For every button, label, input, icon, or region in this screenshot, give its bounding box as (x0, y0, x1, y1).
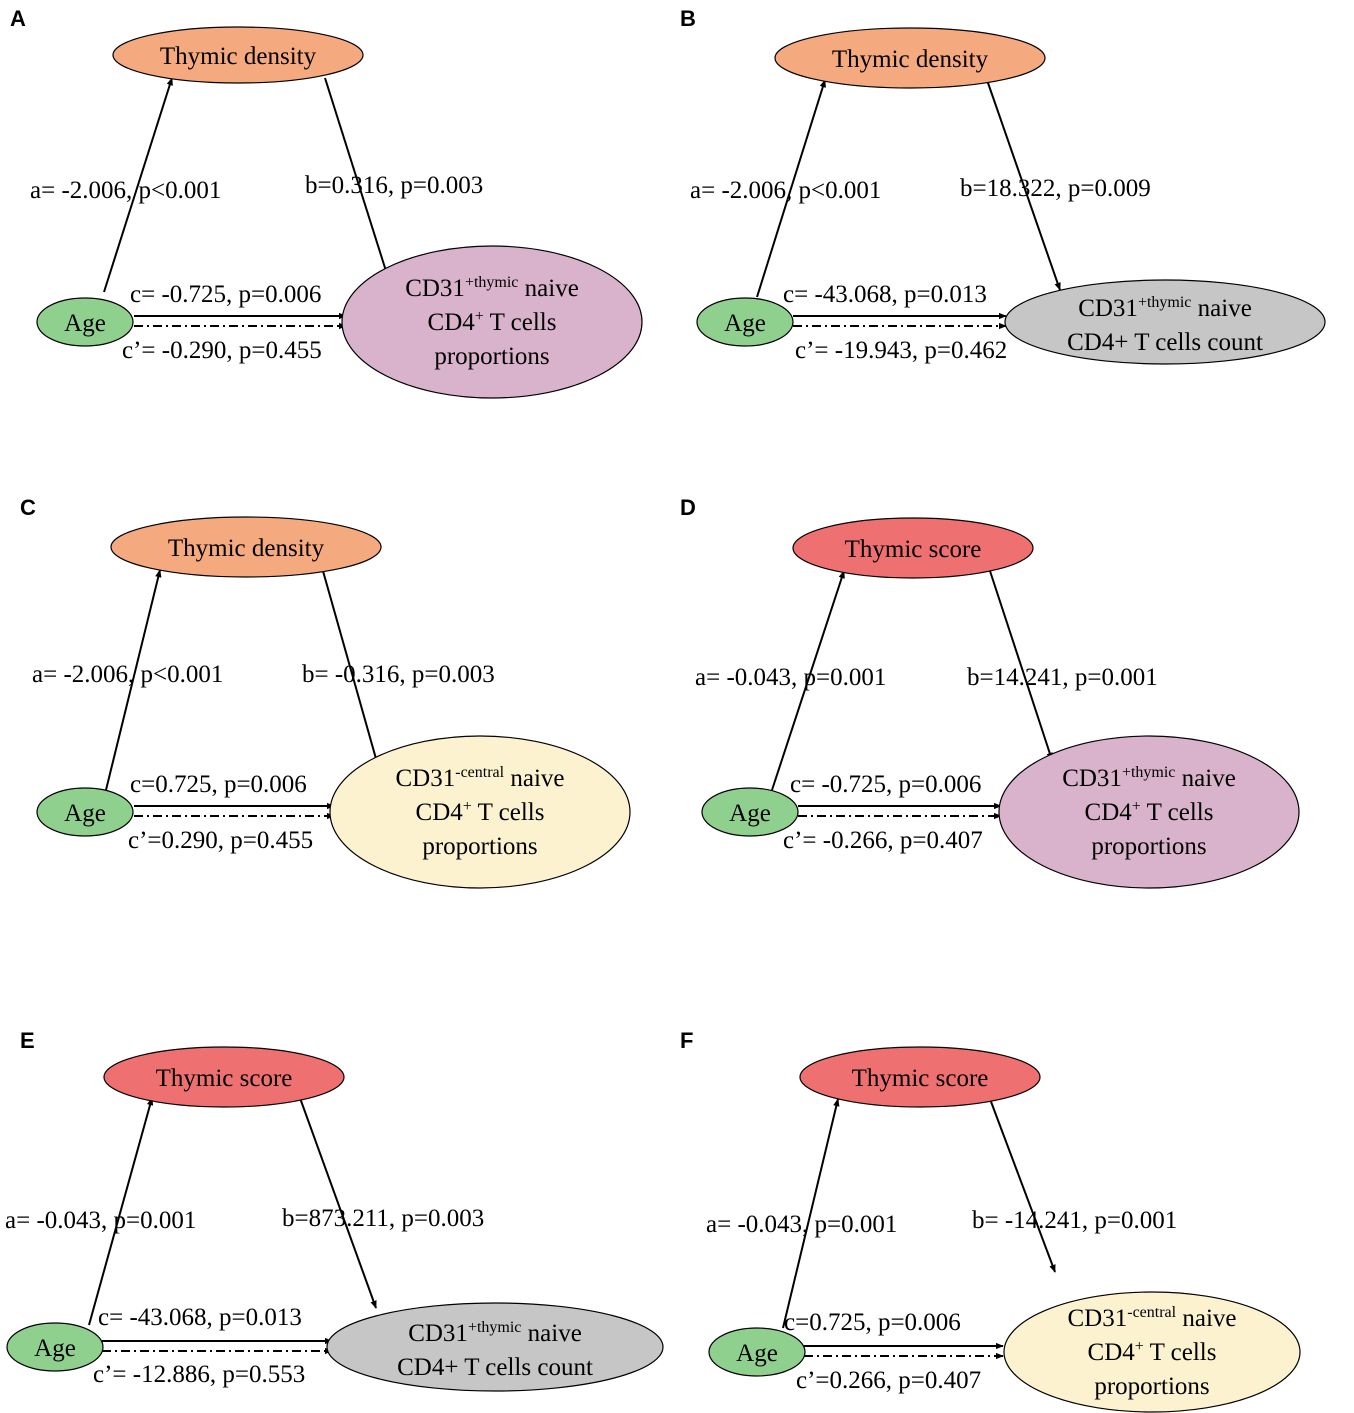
path-a-arrow (782, 1098, 840, 1329)
path-a-arrow (105, 569, 162, 791)
outcome-label-line1: CD31-central naive (396, 764, 565, 792)
coef-b-label: b=873.211, p=0.003 (282, 1205, 484, 1232)
coef-b-label: b= -0.316, p=0.003 (302, 661, 495, 688)
age-node (36, 297, 134, 347)
outcome-label-line2: CD4+ T cells (416, 798, 545, 826)
mediator-node (799, 1046, 1041, 1108)
coef-a-label: a= -2.006, p<0.001 (690, 177, 881, 204)
mediator-node (112, 26, 364, 84)
coef-b-label: b=14.241, p=0.001 (967, 664, 1158, 691)
path-b-arrow (299, 1097, 377, 1309)
panel-letter: D (680, 495, 696, 520)
outcome-label-line1: CD31-central naive (1068, 1304, 1237, 1332)
age-label: Age (34, 1335, 76, 1362)
mediator-label: Thymic score (156, 1065, 293, 1092)
coef-c-label: c=0.725, p=0.006 (784, 1309, 961, 1336)
coef-b-label: b= -14.241, p=0.001 (972, 1207, 1177, 1234)
coef-b-label: b=18.322, p=0.009 (960, 175, 1151, 202)
coef-c-prime-label: c’= -12.886, p=0.553 (93, 1361, 305, 1388)
panel-letter: E (20, 1028, 35, 1053)
age-node (696, 297, 794, 347)
age-label: Age (729, 800, 771, 827)
panel-letter: A (10, 6, 26, 31)
path-a-arrow (756, 79, 826, 298)
outcome-label-line1: CD31+thymic naive (1062, 764, 1236, 792)
coef-c-prime-label: c’=0.290, p=0.455 (128, 827, 313, 854)
coef-a-label: a= -0.043, p=0.001 (5, 1207, 196, 1234)
coef-a-label: a= -0.043, p=0.001 (706, 1211, 897, 1238)
path-a-arrow (88, 1097, 154, 1326)
age-node (36, 787, 134, 837)
path-b-arrow (322, 570, 384, 781)
age-node (701, 787, 799, 837)
coef-a-label: a= -2.006, p<0.001 (30, 177, 221, 204)
path-b-arrow (989, 1098, 1056, 1273)
outcome-node (341, 245, 643, 399)
mediator-node (110, 516, 382, 578)
age-node (708, 1327, 806, 1377)
outcome-node (329, 735, 631, 889)
coef-a-label: a= -0.043, p=0.001 (695, 664, 886, 691)
coef-c-prime-label: c’= -19.943, p=0.462 (795, 337, 1007, 364)
coef-b-label: b=0.316, p=0.003 (305, 172, 483, 199)
outcome-label-line1: CD31+thymic naive (1078, 294, 1252, 322)
coef-c-label: c= -43.068, p=0.013 (98, 1304, 302, 1331)
path-b-arrow (986, 79, 1061, 291)
coef-c-prime-label: c’= -0.290, p=0.455 (122, 337, 322, 364)
coef-c-label: c= -43.068, p=0.013 (783, 281, 987, 308)
path-a-arrow (771, 570, 845, 791)
outcome-label-line1: CD31+thymic naive (408, 1319, 582, 1347)
path-a-arrow (103, 77, 173, 293)
age-label: Age (736, 1340, 778, 1367)
outcome-label-line2: CD4+ T cells (1088, 1338, 1217, 1366)
path-b-arrow (324, 77, 393, 291)
mediator-node (774, 27, 1046, 89)
coef-a-label: a= -2.006, p<0.001 (32, 661, 223, 688)
outcome-node (1004, 279, 1326, 365)
coef-c-label: c= -0.725, p=0.006 (130, 281, 321, 308)
outcome-label-line3: proportions (1094, 1373, 1209, 1400)
age-label: Age (64, 800, 106, 827)
mediator-label: Thymic score (845, 536, 982, 563)
coef-c-prime-label: c’=0.266, p=0.407 (796, 1367, 981, 1394)
outcome-node (1003, 1291, 1301, 1413)
age-label: Age (724, 310, 766, 337)
outcome-label-line2: CD4+ T cells count (397, 1354, 593, 1381)
outcome-node (326, 1302, 664, 1392)
outcome-label-line2: CD4+ T cells (1085, 798, 1214, 826)
mediator-label: Thymic density (160, 43, 317, 70)
coef-c-label: c= -0.725, p=0.006 (790, 771, 981, 798)
outcome-label-line2: CD4+ T cells count (1067, 329, 1263, 356)
age-node (6, 1322, 104, 1372)
mediator-label: Thymic density (832, 46, 989, 73)
outcome-label-line1: CD31+thymic naive (405, 274, 579, 302)
age-label: Age (64, 310, 106, 337)
panel-letter: C (20, 495, 36, 520)
panel-letter: F (680, 1028, 693, 1053)
panel-letter: B (680, 6, 696, 31)
coef-c-prime-label: c’= -0.266, p=0.407 (783, 827, 983, 854)
outcome-label-line2: CD4+ T cells (428, 308, 557, 336)
coef-c-label: c=0.725, p=0.006 (130, 771, 307, 798)
mediator-node (792, 517, 1034, 579)
outcome-label-line3: proportions (1091, 833, 1206, 860)
mediator-label: Thymic density (168, 535, 325, 562)
mediator-label: Thymic score (852, 1065, 989, 1092)
mediator-node (103, 1046, 345, 1108)
outcome-node (998, 735, 1300, 889)
path-b-arrow (989, 570, 1053, 761)
outcome-label-line3: proportions (422, 833, 537, 860)
outcome-label-line3: proportions (434, 343, 549, 370)
